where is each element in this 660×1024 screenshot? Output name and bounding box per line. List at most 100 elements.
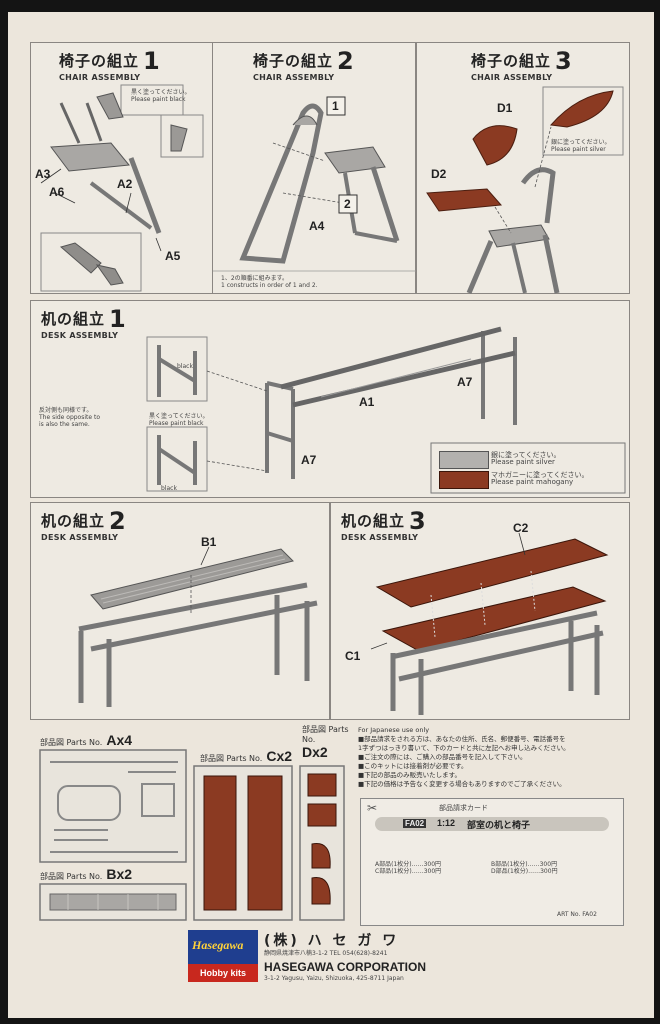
label-a7-bottom: A7 bbox=[301, 453, 317, 467]
title-jp: 椅子の組立 bbox=[59, 52, 140, 70]
card-foot: ART No. FA02 bbox=[557, 911, 597, 918]
title-en: CHAIR ASSEMBLY bbox=[471, 73, 553, 82]
title-jp: 椅子の組立 bbox=[471, 52, 552, 70]
label-d2: D2 bbox=[431, 167, 447, 181]
title-num: 2 bbox=[109, 507, 126, 535]
info-line: ■下記の部品のみ販売いたします。 bbox=[358, 771, 461, 779]
card-row: C部品(1枚分)……300円 bbox=[375, 868, 442, 875]
note-jp: 銀に塗ってください。 bbox=[551, 139, 611, 146]
desk-assembly-1-drawing bbox=[146, 326, 626, 494]
hasegawa-logo: Hasegawa Hobby kits bbox=[188, 930, 258, 982]
company-en: HASEGAWA CORPORATION bbox=[264, 960, 427, 974]
label-a5: A5 bbox=[165, 249, 181, 263]
chair1-note: 黒く塗ってください。Please paint black bbox=[131, 89, 191, 103]
company-jp: (株) ハ セ ガ ワ bbox=[264, 933, 400, 949]
label-c1: C1 bbox=[345, 649, 361, 663]
desk1-black-top: black bbox=[177, 363, 193, 370]
parts-b-header: 部品図 Parts No.Bx2 bbox=[40, 866, 132, 882]
side-en-1: The side opposite to bbox=[39, 414, 100, 421]
silver-en: Please paint silver bbox=[491, 458, 555, 466]
logo-bottom: Hobby kits bbox=[188, 964, 258, 982]
info-line: ■下記の価格は予告なく変更する場合もありますのでご了承ください。 bbox=[358, 780, 566, 788]
label-a1: A1 bbox=[359, 395, 375, 409]
parts-a-code: Ax4 bbox=[106, 732, 133, 748]
title-en: CHAIR ASSEMBLY bbox=[253, 73, 335, 82]
parts-c-code: Cx2 bbox=[266, 748, 293, 764]
chair2-note: 1、2の順番に組みます。1 constructs in order of 1 a… bbox=[221, 275, 318, 289]
label-step-2: 2 bbox=[344, 197, 351, 211]
note-en: Please paint silver bbox=[551, 146, 606, 153]
card-title-bar: FA02 1:12 部室の机と椅子 bbox=[375, 817, 609, 831]
parts-c-header: 部品図 Parts No.Cx2 bbox=[200, 748, 292, 764]
note-jp: 1、2の順番に組みます。 bbox=[221, 275, 289, 282]
label-a7-right: A7 bbox=[457, 375, 473, 389]
address-en: 3-1-2 Yagusu, Yaizu, Shizuoka, 425-8711 … bbox=[264, 975, 404, 982]
silver-jp: 銀に塗ってください。 bbox=[491, 451, 561, 459]
parts-a-sprue bbox=[39, 749, 187, 863]
card-code: FA02 bbox=[403, 819, 427, 828]
mahogany-swatch bbox=[439, 471, 489, 489]
parts-a-name: 部品図 Parts No. bbox=[40, 738, 103, 747]
info-line: ■このキットには接着剤が必要です。 bbox=[358, 762, 468, 770]
parts-b-code: Bx2 bbox=[106, 866, 133, 882]
label-a2: A2 bbox=[117, 177, 133, 191]
label-d1: D1 bbox=[497, 101, 513, 115]
title-num: 1 bbox=[143, 47, 160, 75]
info-title: For Japanese use only bbox=[358, 726, 430, 734]
parts-order-card: ✂ 部品請求カード FA02 1:12 部室の机と椅子 A部品(1枚分)……30… bbox=[360, 798, 624, 926]
desk1-paint-note: 黒く塗ってください。Please paint black bbox=[149, 413, 209, 427]
note-en: Please paint black bbox=[131, 96, 186, 103]
paint-jp: 黒く塗ってください。 bbox=[149, 413, 209, 420]
chair-assembly-2-drawing bbox=[213, 96, 417, 272]
parts-order-info: For Japanese use only ■部品請求をされる方は、あなたの住所… bbox=[358, 726, 628, 789]
card-row: D部品(1枚分)……300円 bbox=[491, 868, 558, 875]
parts-c-sprue bbox=[193, 765, 293, 921]
parts-a-header: 部品図 Parts No.Ax4 bbox=[40, 732, 132, 748]
logo-top: Hasegawa bbox=[192, 938, 244, 952]
title-en: CHAIR ASSEMBLY bbox=[59, 73, 141, 82]
card-row: A部品(1枚分)……300円 bbox=[375, 861, 442, 868]
label-step-1: 1 bbox=[332, 99, 339, 113]
card-scale: 1:12 bbox=[437, 818, 456, 828]
parts-d-code: Dx2 bbox=[302, 744, 328, 760]
parts-b-sprue bbox=[39, 883, 187, 921]
parts-b-name: 部品図 Parts No. bbox=[40, 872, 103, 881]
title-num: 3 bbox=[555, 47, 572, 75]
desk-assembly-2-drawing bbox=[78, 546, 318, 707]
parts-c-name: 部品図 Parts No. bbox=[200, 754, 263, 763]
title-jp: 机の組立 bbox=[41, 310, 106, 328]
silver-swatch bbox=[439, 451, 489, 469]
title-num: 1 bbox=[109, 305, 126, 333]
parts-d-header: 部品図 Parts No.Dx2 bbox=[302, 724, 362, 760]
mahogany-legend-text: マホガニーに塗ってください。Please paint mahogany bbox=[491, 472, 588, 486]
chair-assembly-1-drawing bbox=[40, 84, 204, 292]
desk1-black-bottom: black bbox=[161, 485, 177, 492]
scissors-icon: ✂ bbox=[367, 801, 378, 815]
mahogany-en: Please paint mahogany bbox=[491, 478, 574, 486]
title-jp: 机の組立 bbox=[41, 512, 106, 530]
parts-d-name: 部品図 Parts No. bbox=[302, 725, 349, 744]
card-head: 部品請求カード bbox=[439, 804, 488, 812]
title-num: 3 bbox=[409, 507, 426, 535]
label-a6: A6 bbox=[49, 185, 65, 199]
label-c2: C2 bbox=[513, 521, 529, 535]
address-jp: 静岡県焼津市八楠3-1-2 TEL 054(628)-8241 bbox=[264, 950, 388, 957]
side-jp: 反対側も同様です。 bbox=[39, 407, 93, 414]
info-line: ■部品請求をされる方は、あなたの住所、氏名、郵便番号、電話番号を bbox=[358, 735, 566, 743]
side-en-2: is also the same. bbox=[39, 421, 90, 428]
label-a4: A4 bbox=[309, 219, 325, 233]
